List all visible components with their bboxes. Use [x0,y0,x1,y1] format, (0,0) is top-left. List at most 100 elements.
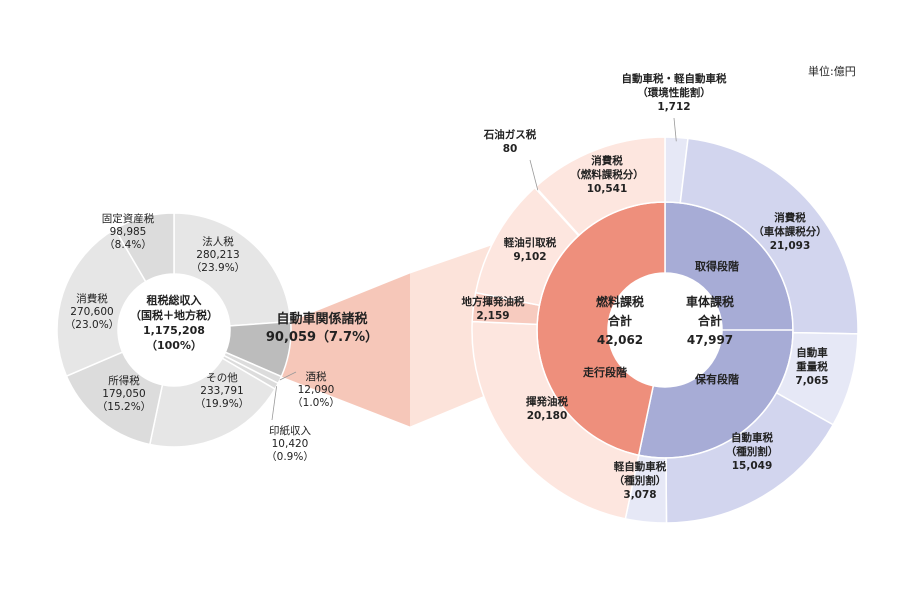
label-fixed-asset-tax-line: （8.4%） [104,239,152,251]
label-weight-tax-line: 自動車 [796,346,828,359]
label-env-performance-tax-line: 自動車税・軽自動車税 [622,72,727,85]
label-fuel-tax-total-line: 42,062 [597,333,643,347]
label-fuel-tax-total-line: 合計 [608,313,632,328]
label-corporate-tax-line: 280,213 [196,249,239,261]
label-lpg-tax: 石油ガス税 80 [483,128,537,155]
label-other-line: その他 [206,371,238,384]
label-gasoline-tax-line: 20,180 [527,410,568,422]
leader-liquor-tax [279,371,297,381]
label-light-auto-tax-type: 軽自動車税（種別割） 3,078 [614,460,667,501]
label-acquisition-stage: 取得段階 [695,259,739,273]
right-donut [471,136,859,524]
label-fixed-asset-tax-line: 固定資産税 [102,212,155,225]
label-driving-stage-line: 走行段階 [582,365,627,379]
leader-stamp-revenue [271,386,277,421]
left-center [118,274,230,386]
connector-far [410,245,492,427]
label-stamp-revenue-line: （0.9%） [266,451,314,463]
label-weight-tax-line: 7,065 [795,375,828,387]
label-auto-related-taxes-line: 90,059（7.7%） [266,329,378,345]
label-local-gasoline-tax: 地方揮発油税 2,159 [462,295,525,322]
label-corporate-tax-line: 法人税 [202,235,234,248]
connector-near [281,273,410,427]
label-auto-tax-type: 自動車税（種別割）15,049 [726,431,779,472]
outer-slice-consumption-tax-fuel [534,136,666,237]
label-driving-stage: 走行段階 [582,365,627,379]
label-stamp-revenue-line: 印紙収入 [269,424,311,437]
label-income-tax-line: 179,050 [102,388,145,400]
label-auto-tax-type-line: （種別割） [726,445,779,458]
label-corporate-tax-line: （23.9%） [191,262,245,274]
label-holding-stage-line: 保有段階 [694,372,739,386]
label-fixed-asset-tax-line: 98,985 [110,226,147,238]
label-acquisition-stage-line: 取得段階 [695,259,739,273]
label-env-performance-tax-line: （環境性能割） [637,86,711,99]
label-env-performance-tax: 自動車税・軽自動車税（環境性能割） 1,712 [622,72,727,113]
label-light-oil-tax-line: 9,102 [513,251,546,263]
label-liquor-tax-line: 酒税 [306,370,327,383]
label-gasoline-tax-line: 揮発油税 [526,395,568,408]
label-light-oil-tax-line: 軽油引取税 [504,236,557,249]
label-consumption-tax-fuel-line: 10,541 [587,183,628,195]
unit-label: 単位:億円 [808,64,856,78]
label-consumption-tax-line: （23.0%） [65,319,119,331]
label-auto-related-taxes: 自動車関係諸税 90,059（7.7%） [266,311,378,345]
label-fuel-tax-total-line: 燃料課税 [596,294,644,309]
label-body-tax-total-line: 47,997 [687,333,733,347]
total-label-line: 租税総収入 [147,293,202,307]
label-income-tax-line: （15.2%） [97,401,151,413]
label-consumption-tax-line: 270,600 [70,306,113,318]
label-weight-tax: 自動車重量税 7,065 [795,346,828,387]
label-consumption-tax-fuel-line: 消費税 [591,154,623,167]
label-light-oil-tax: 軽油引取税 9,102 [504,236,557,263]
label-light-auto-tax-type-line: 軽自動車税 [614,460,667,473]
connector-band [281,245,492,427]
label-consumption-tax-fuel-line: （燃料課税分） [570,168,644,181]
total-label: 租税総収入（国税＋地方税）1,175,208（100%） [130,293,218,352]
left-donut [56,212,292,448]
leader-lpg-tax [529,159,539,191]
total-label-line: （100%） [146,339,202,352]
label-auto-related-taxes-line: 自動車関係諸税 [276,311,367,327]
label-stamp-revenue-line: 10,420 [272,438,309,450]
outer-slice-consumption-tax-body [679,137,859,335]
label-local-gasoline-tax-line: 2,159 [476,310,509,322]
label-gasoline-tax: 揮発油税 20,180 [526,395,568,422]
label-consumption-tax-body-line: 21,093 [770,240,811,252]
label-consumption-tax-body-line: 消費税 [774,211,806,224]
label-consumption-tax-fuel: 消費税（燃料課税分） 10,541 [570,154,644,195]
label-fuel-tax-total: 燃料課税合計 42,062 [596,294,644,347]
label-light-auto-tax-type-line: （種別割） [614,474,667,487]
leader-env-performance-tax [673,117,677,142]
label-weight-tax-line: 重量税 [796,360,828,373]
label-holding-stage: 保有段階 [694,372,739,386]
label-lpg-tax-line: 80 [503,143,518,155]
label-auto-tax-type-line: 15,049 [732,460,773,472]
label-body-tax-total-line: 車体課税 [686,294,734,309]
label-liquor-tax-line: （1.0%） [292,397,340,409]
label-consumption-tax-body: 消費税（車体課税分） 21,093 [753,211,827,252]
label-light-auto-tax-type-line: 3,078 [623,489,656,501]
label-liquor-tax-line: 12,090 [298,384,335,396]
label-consumption-tax-body-line: （車体課税分） [753,225,827,238]
label-consumption-tax-line: 消費税 [76,292,108,305]
leader-lines [271,117,677,421]
total-label-line: 1,175,208 [143,324,205,337]
label-lpg-tax-line: 石油ガス税 [483,128,537,141]
right-center [608,273,722,387]
label-income-tax-line: 所得税 [108,374,140,387]
label-local-gasoline-tax-line: 地方揮発油税 [462,295,525,308]
label-env-performance-tax-line: 1,712 [657,101,690,113]
label-other-line: 233,791 [200,385,243,397]
label-other-line: （19.9%） [195,398,249,410]
